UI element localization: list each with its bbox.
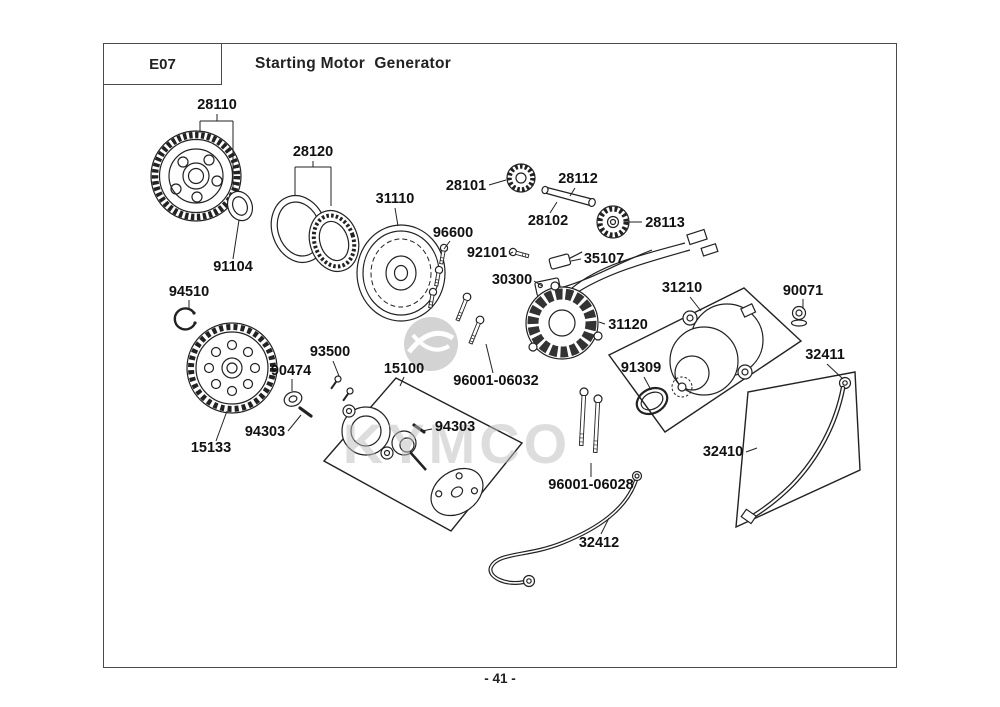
part-label-28101: 28101 [446,178,486,194]
part-one-way-clutch-28120b [308,209,360,273]
kymco-watermark: KYMCO [343,317,571,475]
watermark-text: KYMCO [343,412,571,475]
part-bolts-96001-06028 [576,387,603,454]
part-label-96001-06032: 96001-06032 [453,373,538,389]
part-starter-cable-32410-32411 [735,371,861,529]
part-stator-harness-connectors [571,228,719,293]
part-idle-gear-28101 [506,163,536,193]
part-bearing-91104 [226,190,254,222]
part-label-31210: 31210 [662,280,702,296]
part-label-94303-left: 94303 [245,424,285,440]
page-number: - 41 - [484,671,516,686]
part-label-28110: 28110 [197,97,237,113]
page-title: Starting Motor Generator [255,55,452,72]
section-code-box: E07 [103,43,222,85]
part-flywheel-rotor-31110 [356,224,446,322]
part-nut-90071 [790,305,808,327]
part-bolt-92101 [507,246,530,261]
part-label-30300: 30300 [492,272,532,288]
part-dowel-pin-94303-left [298,406,313,418]
part-ground-cable-32412 [488,470,643,588]
part-label-28120: 28120 [293,144,333,160]
part-label-32411: 32411 [805,347,845,363]
part-washer-90474 [283,391,303,407]
part-label-91309: 91309 [621,360,661,376]
part-label-32412: 32412 [579,535,619,551]
part-driven-sprocket-15133 [186,322,278,414]
part-label-15133: 15133 [191,440,231,456]
part-label-96600: 96600 [433,225,473,241]
part-label-93500: 93500 [310,344,350,360]
leader-lines [188,114,844,535]
part-starter-motor-31210 [607,287,803,433]
part-label-32410: 32410 [703,444,743,460]
part-label-90071: 90071 [783,283,823,299]
part-label-92101: 92101 [467,245,507,261]
section-code: E07 [149,55,176,73]
part-shaft-28102-28112 [541,185,596,208]
part-label-94303-right: 94303 [435,419,475,435]
part-starter-clutch-gear-28110 [150,130,242,222]
part-label-28113: 28113 [645,215,685,231]
part-clamp-35107 [548,251,583,270]
part-label-96001-06028: 96001-06028 [548,477,633,493]
part-labels: 28110 28120 91104 31110 28101 28112 2810… [169,97,845,551]
part-label-28112: 28112 [558,171,598,187]
part-reduction-gear-28113 [596,205,630,239]
part-label-15100: 15100 [384,361,424,377]
part-bolts-96001-06032 [453,291,486,346]
part-label-91104: 91104 [213,259,253,275]
part-label-94510: 94510 [169,284,209,300]
part-stator-31120 [525,281,603,360]
kymco-logo-icon [404,317,458,371]
part-circlip-94510 [173,307,197,331]
part-screws-93500 [330,375,354,402]
part-oil-pump-assembly-15100 [322,377,524,532]
part-label-28102: 28102 [528,213,568,229]
part-label-31120: 31120 [608,317,648,333]
part-label-35107: 35107 [584,251,624,267]
part-label-31110: 31110 [376,191,415,207]
part-label-90474: 90474 [271,363,311,379]
